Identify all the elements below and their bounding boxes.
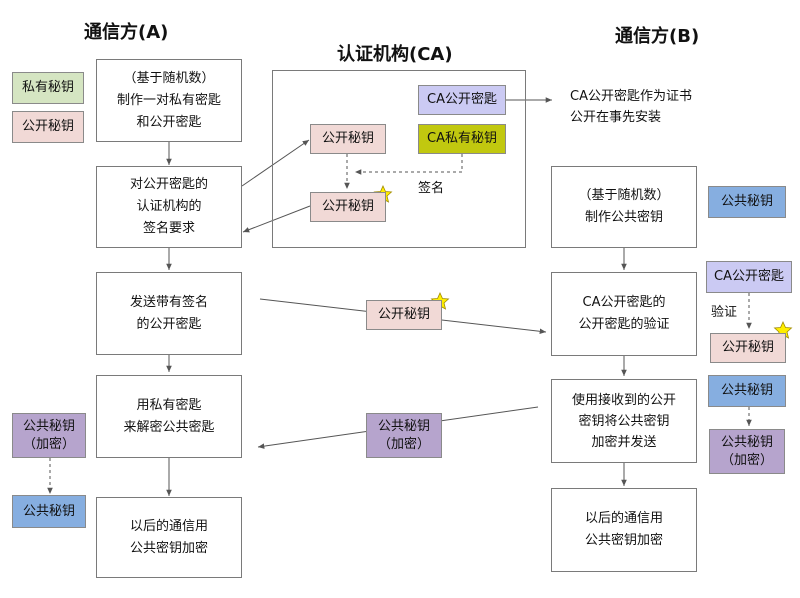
b-step-verify-public-key: CA公开密匙的 公开密匙的验证 <box>551 272 697 356</box>
b-common-key: 公共秘钥 <box>708 186 786 218</box>
b-encrypted-common-key: 公共秘钥 （加密） <box>709 429 785 474</box>
ca-public-key: CA公开密匙 <box>418 85 506 115</box>
verify-label: 验证 <box>711 305 738 320</box>
b-step-encrypt-and-send: 使用接收到的公开 密钥将公共密钥 加密并发送 <box>551 379 697 463</box>
b-step-generate-common-key: （基于随机数） 制作公共密钥 <box>551 166 697 248</box>
a-step-future-communication: 以后的通信用 公共密钥加密 <box>96 497 242 578</box>
party-b-title: 通信方(B) <box>615 26 700 47</box>
ca-title: 认证机构(CA) <box>337 44 453 65</box>
transfer-encrypted-common-key: 公共秘钥 （加密） <box>366 413 442 458</box>
a-step-send-signed-key: 发送带有签名 的公开密匙 <box>96 272 242 355</box>
b-ca-public-key: CA公开密匙 <box>706 261 792 293</box>
a-step-decrypt-common-key: 用私有密匙 来解密公共密匙 <box>96 375 242 458</box>
ca-received-public-key: 公开秘钥 <box>310 124 386 154</box>
legend-public-key: 公开秘钥 <box>12 111 84 143</box>
a-step-generate-keypair: （基于随机数） 制作一对私有密匙 和公开密匙 <box>96 59 242 142</box>
a-encrypted-common-key: 公共秘钥 （加密） <box>12 413 86 458</box>
b-common-key-2: 公共秘钥 <box>708 375 786 407</box>
transfer-signed-public-key: 公开秘钥 <box>366 300 442 330</box>
b-signed-public-key: 公开秘钥 <box>710 333 786 363</box>
legend-private-key: 私有秘钥 <box>12 72 84 104</box>
sign-label: 签名 <box>418 181 445 196</box>
ca-signed-public-key: 公开秘钥 <box>310 192 386 222</box>
a-common-key: 公共秘钥 <box>12 495 86 528</box>
ca-certificate-note: CA公开密匙作为证书 公开在事先安装 <box>570 89 692 125</box>
ca-container <box>272 70 526 248</box>
a-step-request-signature: 对公开密匙的 认证机构的 签名要求 <box>96 166 242 248</box>
party-a-title: 通信方(A) <box>84 22 169 43</box>
ca-private-key: CA私有秘钥 <box>418 124 506 154</box>
b-step-future-communication: 以后的通信用 公共密钥加密 <box>551 488 697 572</box>
